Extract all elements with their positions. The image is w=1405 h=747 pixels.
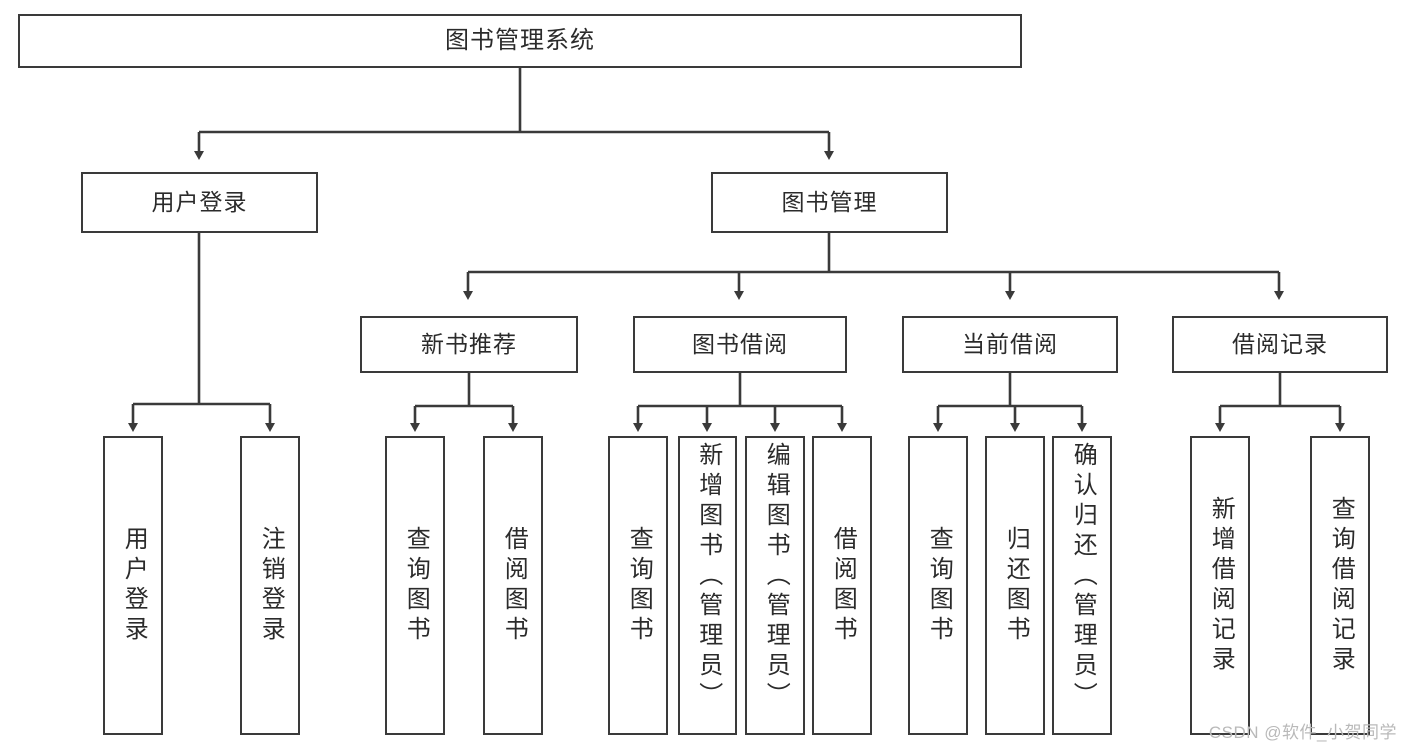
leaf-add-borrow-record[interactable]: 新增借阅记录: [1190, 436, 1250, 735]
node-label: 用户登录: [151, 189, 248, 216]
leaf-edit-book-admin[interactable]: 编辑图书（管理员）: [745, 436, 805, 735]
leaf-return-book[interactable]: 归还图书: [985, 436, 1045, 735]
node-user-login[interactable]: 用户登录: [81, 172, 318, 233]
leaf-query-book-borrow[interactable]: 查询图书: [608, 436, 668, 735]
node-label: 当前借阅: [962, 331, 1058, 358]
node-label: 新增借阅记录: [1207, 495, 1235, 676]
leaf-query-borrow-record[interactable]: 查询借阅记录: [1310, 436, 1370, 735]
node-label: 新书推荐: [421, 331, 517, 358]
node-label: 查询图书: [625, 525, 653, 646]
leaf-confirm-return-admin[interactable]: 确认归还（管理员）: [1052, 436, 1112, 735]
node-label: 编辑图书（管理员）: [762, 442, 790, 712]
node-new-book-recommend[interactable]: 新书推荐: [360, 316, 578, 373]
leaf-user-logout[interactable]: 注销登录: [240, 436, 300, 735]
leaf-add-book-admin[interactable]: 新增图书（管理员）: [678, 436, 737, 735]
node-label: 图书管理: [781, 189, 878, 216]
leaf-user-login[interactable]: 用户登录: [103, 436, 163, 735]
node-label: 查询借阅记录: [1327, 495, 1355, 676]
node-label: 查询图书: [925, 525, 953, 646]
node-root-system[interactable]: 图书管理系统: [18, 14, 1022, 68]
node-label: 图书管理系统: [445, 27, 595, 55]
node-label: 借阅图书: [829, 525, 857, 646]
node-label: 借阅图书: [500, 525, 528, 646]
node-label: 归还图书: [1002, 525, 1030, 646]
node-current-borrow[interactable]: 当前借阅: [902, 316, 1118, 373]
node-label: 借阅记录: [1232, 331, 1328, 358]
node-label: 确认归还（管理员）: [1069, 442, 1097, 712]
node-book-management[interactable]: 图书管理: [711, 172, 948, 233]
node-label: 查询图书: [402, 525, 430, 646]
node-label: 用户登录: [120, 525, 148, 646]
node-borrow-records[interactable]: 借阅记录: [1172, 316, 1388, 373]
leaf-borrow-book[interactable]: 借阅图书: [812, 436, 872, 735]
leaf-query-book-current[interactable]: 查询图书: [908, 436, 968, 735]
leaf-borrow-book-recommend[interactable]: 借阅图书: [483, 436, 543, 735]
watermark-text: CSDN @软件_小贺同学: [1208, 723, 1397, 742]
leaf-query-book-recommend[interactable]: 查询图书: [385, 436, 445, 735]
node-book-borrow[interactable]: 图书借阅: [633, 316, 847, 373]
node-label: 新增图书（管理员）: [694, 442, 722, 712]
node-label: 注销登录: [257, 525, 285, 646]
node-label: 图书借阅: [692, 331, 788, 358]
